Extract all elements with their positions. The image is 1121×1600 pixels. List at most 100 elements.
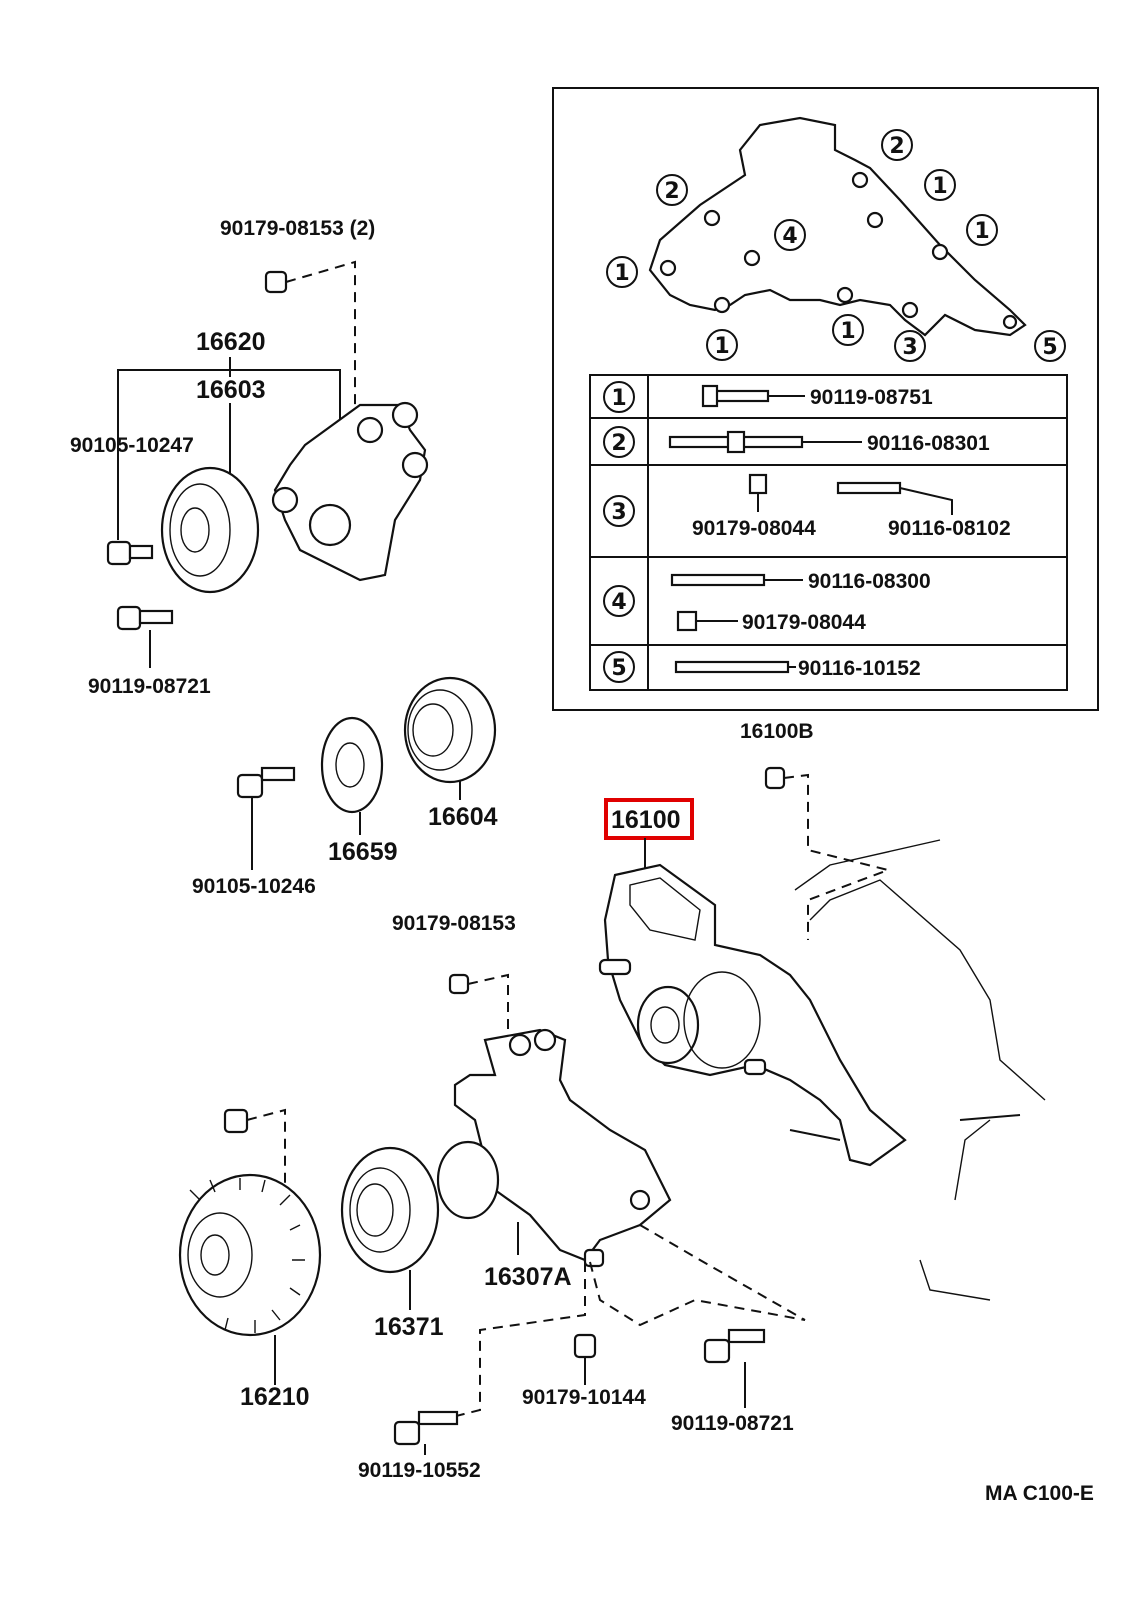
label-16210: 16210 <box>240 1383 310 1411</box>
bolt-head-icon <box>703 1338 731 1364</box>
label-16659: 16659 <box>328 838 398 866</box>
diagram-code: MA C100-E <box>985 1482 1094 1505</box>
idler-boss <box>391 401 419 429</box>
bolt-hole <box>866 211 884 229</box>
svg-text:1: 1 <box>611 386 626 411</box>
table-part-5: 90116-10152 <box>798 657 921 680</box>
row-key-3: 3 <box>603 495 635 527</box>
label-90105-10247: 90105-10247 <box>70 434 194 457</box>
water-pump-body <box>603 863 907 1167</box>
marker-3: 3 <box>894 330 926 362</box>
bolt-hole <box>703 209 721 227</box>
lower-assembly: 90179-08153 16307A 16371 16210 90179-101… <box>178 912 806 1482</box>
water-pump-group: 16100B 16100 <box>598 720 1046 1301</box>
svg-text:1: 1 <box>840 319 855 344</box>
table-part-3a: 90179-08044 <box>692 517 816 540</box>
idler-shaft <box>308 503 352 547</box>
label-16604: 16604 <box>428 803 498 831</box>
idler-bracket <box>273 403 427 582</box>
marker-2-left: 2 <box>656 174 688 206</box>
table-part-4a: 90116-08300 <box>808 570 931 593</box>
nut-icon <box>748 473 768 495</box>
table-part-2: 90116-08301 <box>867 432 990 455</box>
marker-2-top: 2 <box>881 129 913 161</box>
bracket-boss <box>533 1028 557 1052</box>
bolt-hole <box>901 301 919 319</box>
bolt-inset: 2 2 1 1 4 1 1 1 3 5 <box>552 87 1099 711</box>
marker-5: 5 <box>1034 330 1066 362</box>
bolt-hole <box>659 259 677 277</box>
bolt-hole <box>743 249 761 267</box>
nut-icon <box>573 1333 597 1359</box>
svg-text:1: 1 <box>614 261 629 286</box>
bracket-16307a <box>453 1028 672 1262</box>
nut-icon <box>448 973 470 995</box>
svg-text:2: 2 <box>664 179 679 204</box>
inset-frame <box>552 87 1099 711</box>
svg-text:1: 1 <box>974 219 989 244</box>
bolt-head-icon <box>116 605 142 631</box>
pulley-16604 <box>403 676 497 784</box>
stud-icon <box>670 573 766 587</box>
label-16307a: 16307A <box>484 1263 572 1291</box>
bracket-boss <box>629 1189 651 1211</box>
label-90179-10144: 90179-10144 <box>522 1386 646 1409</box>
pump-pulley-hub <box>636 985 700 1065</box>
label-16371: 16371 <box>374 1313 444 1341</box>
engine-block-outline <box>794 839 1046 1301</box>
row-key-1: 1 <box>603 381 635 413</box>
label-90119-08721-top: 90119-08721 <box>88 675 211 698</box>
bolt-head-icon <box>701 384 719 408</box>
pulley-16371 <box>340 1146 440 1274</box>
bolt-table: 1 2 3 4 5 90119-08751 90116-08301 90179-… <box>589 374 1068 691</box>
bolt-shank-icon <box>128 544 154 560</box>
fan-clutch-16210 <box>178 1173 322 1337</box>
bolt-head-icon <box>106 540 132 566</box>
highlight-box-16100 <box>604 798 694 840</box>
row-key-5: 5 <box>603 651 635 683</box>
bolt-hole <box>1002 314 1018 330</box>
bracket-hub <box>436 1140 500 1220</box>
bracket-boss <box>508 1033 532 1057</box>
timing-cover-outline <box>648 116 1027 337</box>
bolt-head-icon <box>236 773 264 799</box>
svg-text:5: 5 <box>1042 335 1057 360</box>
idler-boss <box>356 416 384 444</box>
bolt-hole <box>713 296 731 314</box>
idler-assembly: 90179-08153 (2) 16620 16603 90105-10247 … <box>70 217 429 698</box>
bolt-hole <box>851 171 869 189</box>
svg-text:2: 2 <box>889 134 904 159</box>
svg-text:1: 1 <box>932 174 947 199</box>
bolt-shank-icon <box>260 766 296 782</box>
nut-icon <box>264 270 288 294</box>
row-key-2: 2 <box>603 426 635 458</box>
marker-1-bottom-left: 1 <box>706 329 738 361</box>
nut-icon <box>223 1108 249 1134</box>
nut-icon <box>764 766 786 790</box>
marker-1-bottom: 1 <box>832 314 864 346</box>
label-90119-10552: 90119-10552 <box>358 1459 481 1482</box>
svg-text:5: 5 <box>611 656 626 681</box>
bolt-shank-icon <box>138 609 174 625</box>
stud-nut-icon <box>726 430 746 454</box>
fan-clutch-fins <box>189 1178 305 1333</box>
label-90119-08721-bottom: 90119-08721 <box>671 1412 794 1435</box>
idler-boss <box>401 451 429 479</box>
pump-boss <box>598 958 632 976</box>
pump-flange <box>629 877 701 941</box>
bolt-shank-icon <box>417 1410 459 1426</box>
nut-icon <box>583 1248 605 1268</box>
idler-boss <box>271 486 299 514</box>
label-90105-10246: 90105-10246 <box>192 875 316 898</box>
marker-1-upper-right: 1 <box>924 169 956 201</box>
table-part-4b: 90179-08044 <box>742 611 866 634</box>
svg-text:1: 1 <box>714 334 729 359</box>
table-part-3b: 90116-08102 <box>888 517 1011 540</box>
label-16100b: 16100B <box>740 720 814 743</box>
label-90179-08153-2: 90179-08153 (2) <box>220 217 375 240</box>
marker-1-left: 1 <box>606 256 638 288</box>
svg-text:4: 4 <box>611 590 626 615</box>
bolt-head-icon <box>393 1420 421 1446</box>
idler-pulley <box>160 466 260 594</box>
